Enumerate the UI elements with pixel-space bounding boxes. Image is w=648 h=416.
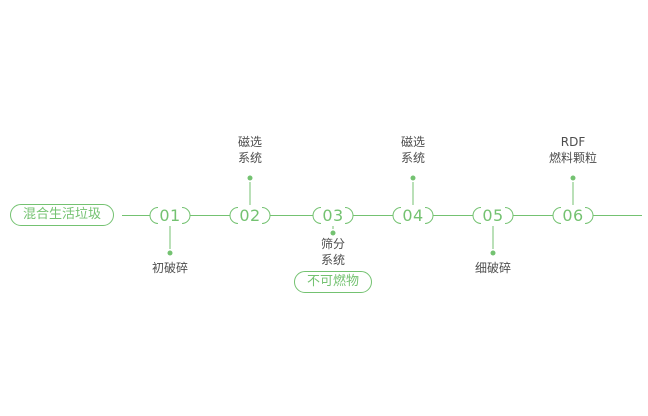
step-02-label: 磁选 系统 xyxy=(238,134,262,166)
step-06-label-line-1: RDF xyxy=(560,135,586,149)
step-number-05: 05 xyxy=(482,206,504,225)
step-04-label: 磁选 系统 xyxy=(401,134,425,166)
step-number-02: 02 xyxy=(239,206,261,225)
step-04-label-line-2: 系统 xyxy=(400,151,426,165)
connector-lines xyxy=(122,182,642,249)
step-02-label-line-1: 磁选 xyxy=(237,135,263,149)
step-05-label-line-1: 细破碎 xyxy=(474,261,512,275)
step-01-label: 初破碎 xyxy=(152,260,188,276)
output-pill-noncombustible: 不可燃物 xyxy=(293,271,373,293)
step-06-label: RDF 燃料颗粒 xyxy=(549,134,597,166)
step-01-label-line-1: 初破碎 xyxy=(151,261,189,275)
start-pill: 混合生活垃圾 xyxy=(10,204,115,226)
step-number-01: 01 xyxy=(159,206,181,225)
step-05-label: 细破碎 xyxy=(475,260,511,276)
step-06-label-line-2: 燃料颗粒 xyxy=(548,151,598,165)
step-04-label-line-1: 磁选 xyxy=(400,135,426,149)
connector-dots xyxy=(167,175,576,256)
step-number-06: 06 xyxy=(562,206,584,225)
step-number-03: 03 xyxy=(322,206,344,225)
step-02-label-line-2: 系统 xyxy=(237,151,263,165)
step-03-label-line-2: 系统 xyxy=(320,253,346,267)
step-03-label-line-1: 筛分 xyxy=(320,237,346,251)
step-number-04: 04 xyxy=(402,206,424,225)
step-03-label: 筛分 系统 xyxy=(321,236,345,268)
